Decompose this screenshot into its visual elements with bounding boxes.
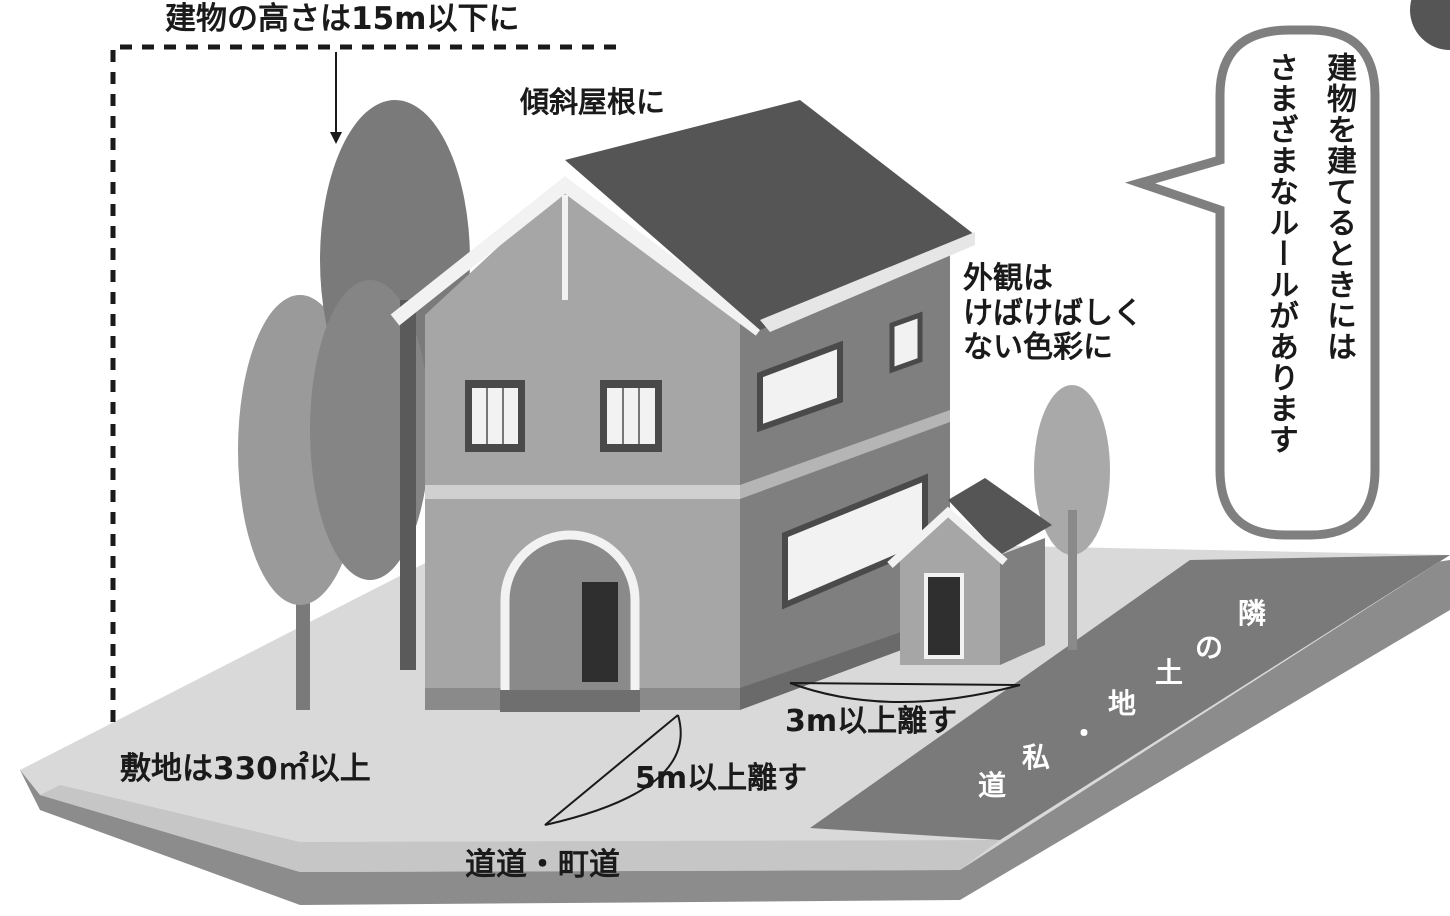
- roof-rule-label: 傾斜屋根に: [520, 85, 666, 119]
- roof-edge: [760, 232, 975, 332]
- right-tree: [1034, 385, 1110, 650]
- neighbor-char-3: 土: [1155, 656, 1184, 689]
- front-setback-arc: [544, 714, 682, 826]
- entrance-step: [500, 690, 640, 712]
- neighbor-char-5: ・: [1070, 717, 1099, 750]
- neighbor-char-6: 私: [1022, 741, 1051, 774]
- appearance-line-3: ない色彩に: [963, 330, 1113, 365]
- side-floor-band: [740, 410, 950, 499]
- shed-door: [924, 573, 964, 659]
- neighbor-char-1: 隣: [1238, 597, 1267, 630]
- front-door: [582, 582, 618, 682]
- shed-roof: [948, 478, 1052, 555]
- speech-bubble: [1124, 25, 1380, 540]
- neighbor-char-7: 道: [978, 769, 1007, 802]
- window-left: [465, 380, 525, 452]
- height-guide-line: [110, 44, 620, 722]
- floor-band: [425, 485, 740, 499]
- shed-side: [1000, 538, 1045, 665]
- house-front-wall: [425, 185, 740, 700]
- appearance-rule-label: 外観は けばけばしく ない色彩に: [963, 261, 1143, 366]
- house-side-base: [740, 615, 950, 710]
- appearance-line-2: けばけばしく: [963, 295, 1143, 331]
- neighbor-land-strip: [810, 555, 1450, 840]
- height-rule-label: 建物の高さは15m以下に: [165, 1, 520, 37]
- neighbor-char-2: の: [1195, 631, 1224, 664]
- side-window-upper: [757, 340, 843, 433]
- site-area-label: 敷地は330㎡以上: [120, 751, 371, 787]
- neighbor-char-4: 地: [1108, 687, 1137, 720]
- shed-trim: [887, 506, 1008, 568]
- gable-trim: [390, 176, 765, 336]
- public-road-band: [40, 785, 1000, 872]
- side-window-small: [889, 311, 923, 374]
- side-setback-arc: [789, 682, 1021, 703]
- roof: [565, 100, 975, 330]
- public-road-label: 道道・町道: [465, 847, 620, 883]
- appearance-line-1: 外観は: [963, 261, 1053, 296]
- front-setback-label: 5m以上離す: [635, 761, 808, 796]
- bubble-line-2: さまざまなルールがあります: [1263, 52, 1298, 455]
- bubble-line-1: 建物を建てるときには: [1321, 52, 1356, 362]
- side-setback-label: 3m以上離す: [785, 704, 958, 739]
- height-arrow-head: [330, 132, 342, 144]
- window-right: [600, 380, 662, 452]
